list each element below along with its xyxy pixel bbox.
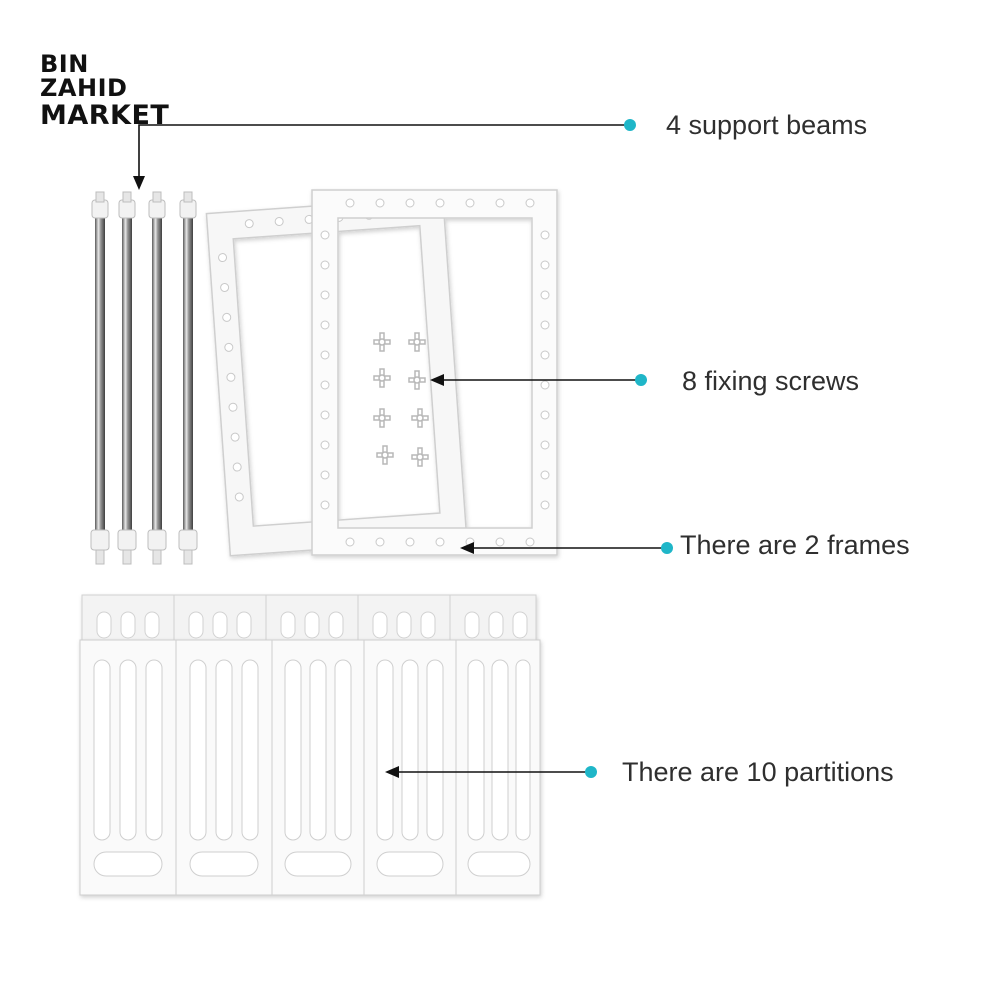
- arrow-down-icon: [133, 176, 145, 190]
- partition: [271, 639, 365, 896]
- label-fixing-screws: 8 fixing screws: [682, 366, 860, 396]
- frames: [205, 189, 558, 557]
- callout-support-beams: [133, 119, 636, 190]
- brand-line1: BIN ZAHID: [40, 50, 128, 102]
- arrow-left-icon: [460, 542, 474, 554]
- partition: [455, 639, 541, 896]
- partitions-back-row: [81, 594, 537, 646]
- fixing-screw: [373, 368, 391, 388]
- fixing-screws: [373, 332, 429, 467]
- label-frames: There are 2 frames: [680, 530, 910, 560]
- support-beam: [178, 191, 198, 565]
- fixing-screw: [376, 445, 394, 465]
- support-beam: [147, 191, 167, 565]
- callout-line: [138, 124, 630, 178]
- partition: [265, 594, 359, 646]
- fixing-screw: [408, 370, 426, 390]
- partition: [79, 639, 177, 896]
- callout-frames: [460, 542, 673, 554]
- support-beams: [90, 191, 198, 565]
- callout-marker-icon: [661, 542, 673, 554]
- label-support-beams: 4 support beams: [666, 110, 868, 140]
- partition: [81, 594, 175, 646]
- label-partitions: There are 10 partitions: [622, 757, 894, 787]
- frame-back: [205, 196, 468, 557]
- callout-partitions: [385, 766, 597, 778]
- support-beam: [90, 191, 110, 565]
- support-beam: [117, 191, 137, 565]
- fixing-screw: [411, 447, 429, 467]
- callout-marker-icon: [635, 374, 647, 386]
- partition: [173, 594, 267, 646]
- arrow-left-icon: [430, 374, 444, 386]
- partition: [363, 639, 457, 896]
- partitions-front-row: [79, 639, 541, 896]
- callout-fixing-screws: [430, 374, 647, 386]
- fixing-screw: [408, 332, 426, 352]
- partition: [449, 594, 537, 646]
- callout-marker-icon: [624, 119, 636, 131]
- partition: [357, 594, 451, 646]
- frame-front: [311, 189, 558, 556]
- fixing-screw: [411, 408, 429, 428]
- arrow-left-icon: [385, 766, 399, 778]
- fixing-screw: [373, 408, 391, 428]
- callout-marker-icon: [585, 766, 597, 778]
- fixing-screw: [373, 332, 391, 352]
- partition: [175, 639, 273, 896]
